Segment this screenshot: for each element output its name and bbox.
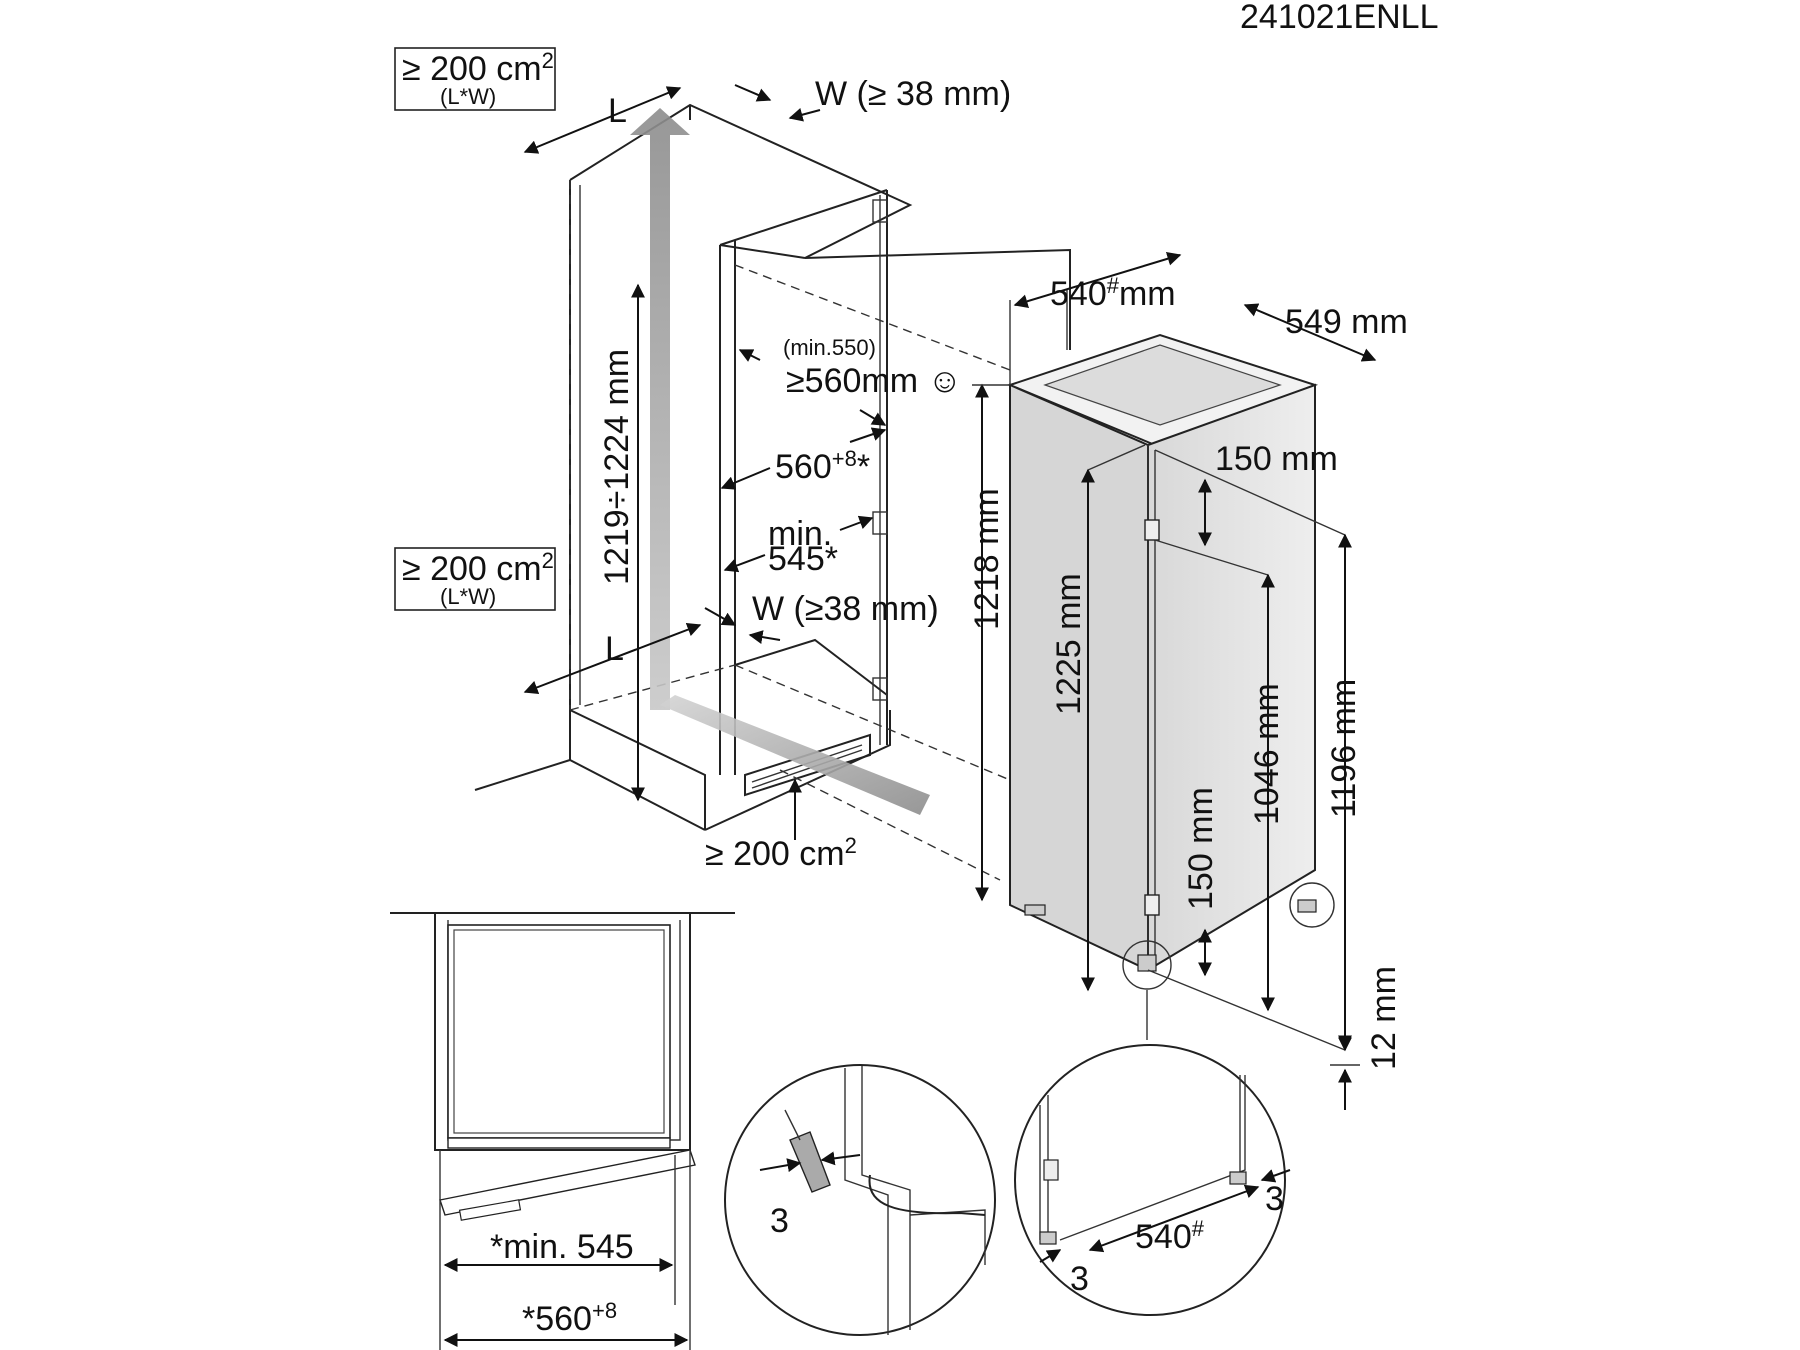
svg-text:540#: 540# <box>1135 1216 1205 1256</box>
vent-bottom-label: ≥ 200 cm2 <box>705 833 857 873</box>
svg-text:W (≥ 38 mm): W (≥ 38 mm) <box>815 75 1011 113</box>
svg-text:545*: 545* <box>768 540 838 578</box>
detail-circle-left: 3 <box>724 1064 996 1336</box>
h1225-dimension: 1225 mm <box>1050 444 1146 992</box>
svg-text:≥560mm ☺: ≥560mm ☺ <box>786 362 962 400</box>
svg-text:*min. 545: *min. 545 <box>490 1228 634 1266</box>
svg-text:3: 3 <box>1070 1260 1089 1298</box>
svg-text:1046 mm: 1046 mm <box>1248 683 1286 825</box>
appliance <box>1007 333 1346 1051</box>
airflow-arrows <box>630 108 930 815</box>
svg-text:(L*W): (L*W) <box>440 584 496 609</box>
svg-text:1225 mm: 1225 mm <box>1050 573 1088 715</box>
svg-text:549 mm: 549 mm <box>1285 303 1408 341</box>
svg-text:3: 3 <box>770 1202 789 1240</box>
niche-cabinet <box>474 103 1071 881</box>
svg-text:(L*W): (L*W) <box>440 84 496 109</box>
svg-text:min.: min. <box>768 515 832 553</box>
svg-text:1196 mm: 1196 mm <box>1325 679 1363 818</box>
svg-text:≥ 200 cm2: ≥ 200 cm2 <box>402 48 554 88</box>
detail-circle-right: 540# 3 3 <box>1014 1044 1291 1316</box>
h1046-dimension: 1046 mm <box>1154 539 1286 1012</box>
vent-top-box: ≥ 200 cm2 (L*W) <box>394 47 556 111</box>
svg-text:12 mm: 12 mm <box>1365 966 1403 1070</box>
svg-text:L: L <box>605 630 624 668</box>
h1196-dimension: 1196 mm <box>1154 449 1363 1050</box>
svg-text:≥ 200 cm2: ≥ 200 cm2 <box>402 548 554 588</box>
h1218-dimension: 1218 mm <box>968 383 1010 902</box>
svg-text:3: 3 <box>1265 1180 1284 1218</box>
appliance-top-dimensions: 540#mm 549 mm <box>1009 251 1408 385</box>
niche-height-dimension: 1219÷1224 mm <box>598 283 645 802</box>
document-code: 241021ENLL <box>1240 0 1439 36</box>
plan-view: *min. 545 *560+8 <box>390 912 735 1350</box>
svg-text:150 mm: 150 mm <box>1215 440 1338 478</box>
h12-dimension: 12 mm <box>1330 966 1403 1110</box>
svg-text:(min.550): (min.550) <box>783 335 876 360</box>
h150-bottom-dimension: 150 mm <box>1182 787 1220 977</box>
svg-text:1219÷1224 mm: 1219÷1224 mm <box>598 349 636 585</box>
h150-top-dimension: 150 mm <box>1198 440 1338 547</box>
svg-text:560+8*: 560+8* <box>775 446 870 486</box>
niche-width-labels: (min.550) ≥560mm ☺ 560+8* min. 545* <box>720 335 962 578</box>
vent-mid-box: ≥ 200 cm2 (L*W) <box>394 547 556 611</box>
svg-text:*560+8: *560+8 <box>522 1298 617 1338</box>
vent-dimensions: L W (≥ 38 mm) L W (≥38 mm) <box>523 75 1011 695</box>
svg-text:L: L <box>608 92 627 130</box>
svg-text:W (≥38 mm): W (≥38 mm) <box>752 590 939 628</box>
svg-text:1218 mm: 1218 mm <box>968 488 1006 630</box>
svg-text:150 mm: 150 mm <box>1182 787 1220 910</box>
svg-text:540#mm: 540#mm <box>1050 273 1176 313</box>
